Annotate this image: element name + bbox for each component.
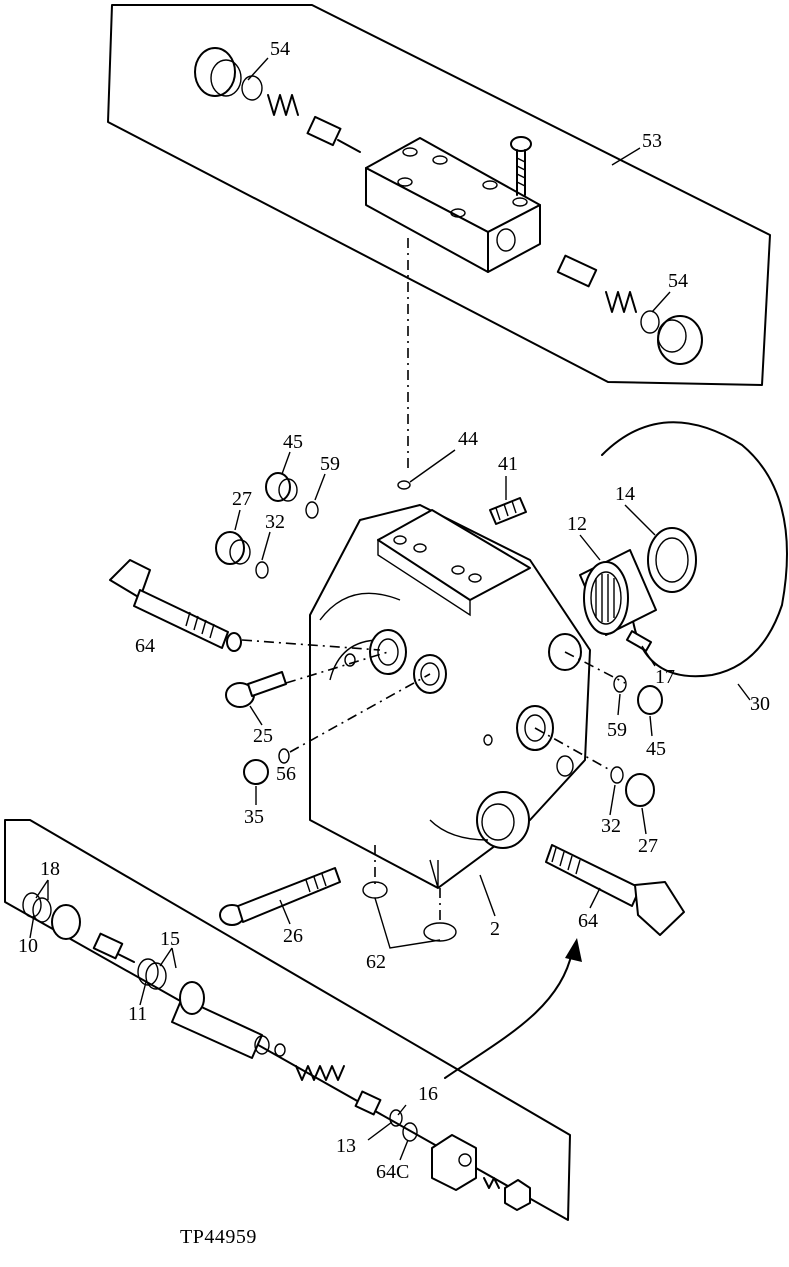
callout-59-right: 59 xyxy=(607,719,627,741)
callout-64c: 64C xyxy=(376,1161,409,1183)
pin-17 xyxy=(625,630,653,652)
callout-11: 11 xyxy=(128,1003,147,1025)
callout-12: 12 xyxy=(567,513,587,535)
bearing-12 xyxy=(579,549,657,636)
spring-bottom xyxy=(295,1065,345,1081)
plug-35 xyxy=(243,759,269,785)
callout-32-right: 32 xyxy=(601,815,621,837)
callout-14: 14 xyxy=(615,483,635,505)
oring-56 xyxy=(278,748,290,764)
callout-10: 10 xyxy=(18,935,38,957)
ring-14 xyxy=(647,527,697,593)
spring-bottom-b xyxy=(483,1177,500,1189)
poppet-lower xyxy=(556,254,598,288)
callout-2: 2 xyxy=(490,918,500,940)
shaft-64-left xyxy=(109,559,242,652)
callout-27-left: 27 xyxy=(232,488,252,510)
callout-56: 56 xyxy=(276,763,296,785)
figure-id: TP44959 xyxy=(180,1226,257,1248)
oring-59-right xyxy=(613,675,627,693)
callout-13: 13 xyxy=(336,1135,356,1157)
plug-41 xyxy=(489,497,527,525)
disc-30 xyxy=(601,421,788,678)
poppet-13 xyxy=(354,1090,382,1116)
oring-32-right xyxy=(610,766,624,784)
oring-32-left xyxy=(255,561,269,579)
bolt-26 xyxy=(219,867,341,926)
callout-17: 17 xyxy=(655,666,675,688)
callout-27-right: 27 xyxy=(638,835,658,857)
poppet-upper xyxy=(306,115,361,153)
plug-27-right xyxy=(625,773,655,807)
callout-45-left: 45 xyxy=(283,431,303,453)
nut-bottom xyxy=(504,1179,531,1211)
plug-54-upper xyxy=(194,47,263,101)
poppet-bottom xyxy=(92,932,135,963)
spring-lower xyxy=(605,291,637,313)
bolt-25 xyxy=(225,671,287,708)
callout-30: 30 xyxy=(750,693,770,715)
spring-upper xyxy=(267,94,299,116)
bottom-inset-panel: 18 10 15 11 16 13 64C xyxy=(4,819,571,1221)
callout-54-right: 54 xyxy=(668,270,688,292)
callout-26: 26 xyxy=(283,925,303,947)
housing-2 xyxy=(309,504,591,889)
callout-18: 18 xyxy=(40,858,60,880)
top-inset-panel: 54 53 54 xyxy=(107,4,771,386)
callout-44: 44 xyxy=(458,428,478,450)
callout-64-left: 64 xyxy=(135,635,155,657)
oring-59-left xyxy=(305,501,319,519)
plug-54-lower xyxy=(640,310,703,365)
oring-bottom-a xyxy=(274,1043,286,1057)
callout-62: 62 xyxy=(366,951,386,973)
callout-25: 25 xyxy=(253,725,273,747)
valve-block-53 xyxy=(365,137,541,273)
callout-35: 35 xyxy=(244,806,264,828)
rings-18-10 xyxy=(22,892,81,940)
callout-15: 15 xyxy=(160,928,180,950)
oring-62-a xyxy=(362,881,388,899)
callout-41: 41 xyxy=(498,453,518,475)
plug-bottom xyxy=(431,1134,477,1191)
plug-45-left xyxy=(265,472,298,502)
plug-27-left xyxy=(215,531,251,565)
callout-54-top: 54 xyxy=(270,38,290,60)
bolt-top xyxy=(510,136,532,196)
oring-44 xyxy=(397,480,411,490)
oring-16 xyxy=(389,1109,403,1127)
shaft-64-right xyxy=(545,844,685,936)
oring-64c xyxy=(402,1122,418,1142)
sleeve-bottom xyxy=(171,981,270,1059)
plug-45-right xyxy=(637,685,663,715)
oring-62-b xyxy=(423,922,457,942)
callout-64-right: 64 xyxy=(578,910,598,932)
rings-15-11 xyxy=(137,958,167,990)
callout-53: 53 xyxy=(642,130,662,152)
curved-arrow xyxy=(444,938,582,1079)
callout-59-left: 59 xyxy=(320,453,340,475)
main-callouts: 45 59 44 41 27 32 14 12 64 17 30 25 59 4… xyxy=(135,428,770,973)
callout-16: 16 xyxy=(418,1083,438,1105)
callout-32-left: 32 xyxy=(265,511,285,533)
callout-45-right: 45 xyxy=(646,738,666,760)
